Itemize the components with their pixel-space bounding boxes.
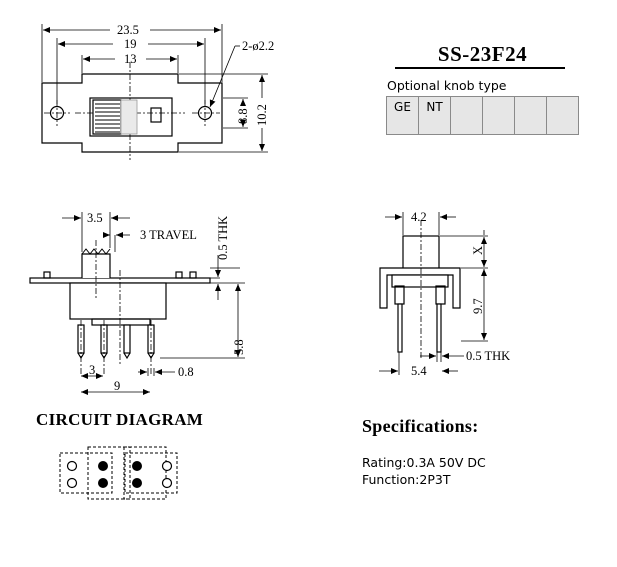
- knob-cell: [482, 96, 515, 135]
- end-view-pin-right: [436, 303, 442, 353]
- mounting-hole-right: [197, 105, 213, 121]
- dim-slot-length: 13: [124, 52, 137, 66]
- side-view-body: [69, 282, 167, 320]
- position-window: [150, 107, 162, 123]
- knob-cell: [514, 96, 547, 135]
- terminal-closed: [98, 461, 108, 471]
- contact-bar-right: [123, 446, 167, 500]
- end-view: [379, 212, 488, 375]
- top-view-flange: [41, 73, 223, 153]
- terminal-open: [66, 460, 78, 472]
- top-view: [41, 24, 268, 160]
- slider-knob: [92, 99, 122, 135]
- knob-cell: NT: [418, 96, 451, 135]
- specifications-title: Specifications:: [362, 416, 479, 436]
- knob-cell: [450, 96, 483, 135]
- dim-inner-height: 8.8: [236, 108, 250, 124]
- dim-travel: 3 TRAVEL: [140, 228, 197, 242]
- terminal-open: [161, 477, 173, 489]
- dim-pin-length: 5.8: [232, 339, 246, 355]
- dim-pin-pitch: 3: [89, 363, 95, 377]
- part-number-title: SS-23F24: [437, 42, 528, 66]
- terminal-closed: [132, 478, 142, 488]
- dim-knob-width: 3.5: [87, 211, 103, 225]
- side-view-pins: [77, 324, 155, 360]
- title-underline: [395, 67, 565, 69]
- dim-pin-span: 9: [114, 379, 120, 393]
- spec-rating: Rating:0.3A 50V DC: [362, 455, 486, 470]
- dim-outer-height: 10.2: [255, 104, 269, 126]
- terminal-closed: [98, 478, 108, 488]
- knob-type-table: GE NT: [386, 96, 579, 135]
- dim-end-pin-span: 5.4: [411, 364, 427, 378]
- dim-hole-pitch: 19: [124, 37, 137, 51]
- dim-pin-width: 0.8: [178, 365, 194, 379]
- contact-bar-left: [87, 446, 131, 500]
- dim-overall-width: 23.5: [117, 23, 139, 37]
- dim-pin-thickness: 0.5 THK: [466, 349, 510, 363]
- dim-body-height: 9.7: [471, 298, 485, 314]
- knob-cell: [546, 96, 579, 135]
- mounting-hole-left: [49, 105, 65, 121]
- dim-hole-diameter: 2-ø2.2: [242, 39, 274, 53]
- terminal-closed: [132, 461, 142, 471]
- dim-end-knob-width: 4.2: [411, 210, 427, 224]
- spec-function: Function:2P3T: [362, 472, 451, 487]
- side-view: [29, 212, 245, 395]
- terminal-open: [66, 477, 78, 489]
- optional-knob-label: Optional knob type: [387, 78, 507, 93]
- knob-slot: [89, 97, 173, 137]
- dim-knob-height-x: X: [471, 246, 485, 255]
- circuit-diagram: [59, 446, 178, 500]
- knob-cell: GE: [386, 96, 419, 135]
- end-view-body: [379, 267, 461, 309]
- dim-flange-thickness: 0.5 THK: [216, 216, 230, 260]
- circuit-diagram-title: CIRCUIT DIAGRAM: [36, 410, 204, 429]
- terminal-open: [161, 460, 173, 472]
- end-view-pin-left: [397, 303, 403, 353]
